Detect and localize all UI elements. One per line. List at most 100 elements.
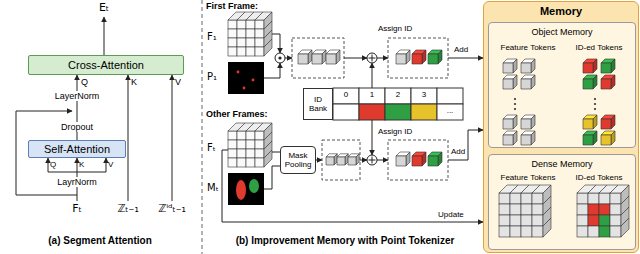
- feature-grid: [577, 185, 629, 237]
- id-color-cell: [385, 104, 411, 120]
- wire: [106, 158, 107, 172]
- grid-cell: [237, 131, 246, 140]
- cube-front: [396, 54, 406, 64]
- grid-cell: [228, 158, 237, 167]
- port-label: V: [108, 160, 113, 169]
- cube-front: [312, 54, 322, 64]
- node-text: Feature Tokens: [493, 43, 563, 52]
- id-bank-cell: [437, 88, 463, 104]
- node-text: ID-ed Tokens: [565, 173, 633, 182]
- prompt-point: [237, 71, 240, 74]
- grid-cell: [521, 215, 532, 226]
- panel-divider: [202, 0, 203, 254]
- wire: [372, 63, 373, 88]
- cube-side: [513, 59, 517, 73]
- grid-cell: [588, 215, 599, 226]
- wire: [104, 17, 105, 55]
- operator-ring: [367, 53, 377, 63]
- wire: [377, 160, 388, 161]
- feature-grid: [499, 185, 551, 237]
- cube-side: [322, 50, 326, 64]
- grid-cell: [246, 131, 255, 140]
- feature-grid: [228, 123, 272, 167]
- cube-front: [521, 135, 531, 145]
- token-cube: [412, 152, 426, 166]
- cube-side: [531, 75, 535, 89]
- grid-cell: [246, 29, 255, 38]
- token-cube: [583, 59, 597, 73]
- caption: (b) Improvement Memory with Point Tokeni…: [236, 235, 455, 247]
- wire: [272, 152, 280, 153]
- pooling-box: Mask Pooling: [280, 146, 316, 174]
- id-color-cell: [333, 104, 359, 120]
- operator-label: Assign ID: [378, 24, 412, 33]
- attention-block: Cross-Attention: [28, 55, 184, 75]
- grid-cell: [237, 20, 246, 29]
- wire: [272, 34, 280, 53]
- grid-cell: [255, 38, 264, 47]
- cube-side: [356, 154, 359, 165]
- operation-label: Dropout: [59, 122, 95, 132]
- cube-front: [298, 54, 308, 64]
- operator-label: Assign ID: [378, 127, 412, 136]
- grid-cell: [532, 204, 543, 215]
- cube-side: [406, 152, 410, 166]
- grid-side: [621, 218, 629, 237]
- token-cube: [428, 50, 442, 64]
- grid-cell: [577, 226, 588, 237]
- grid-cell: [610, 193, 621, 204]
- cube-side: [611, 75, 615, 89]
- cube-front: [412, 54, 422, 64]
- cube-side: [422, 152, 426, 166]
- cube-front: [601, 135, 611, 145]
- grid-cell: [499, 204, 510, 215]
- math-symbol: Eₜ: [99, 2, 109, 15]
- id-color-cell: [437, 104, 463, 120]
- grid-cell: [255, 29, 264, 38]
- cube-side: [513, 131, 517, 145]
- grid-cell: [588, 193, 599, 204]
- grid-cell: [228, 29, 237, 38]
- grid-cell: [599, 226, 610, 237]
- math-symbol: ℤⁱᵈₜ₋₁: [158, 203, 186, 216]
- cube-side: [422, 50, 426, 64]
- ellipsis-dot: [594, 98, 596, 100]
- node-text: Memory: [484, 5, 638, 18]
- token-cube: [583, 115, 597, 129]
- wire: [372, 120, 373, 155]
- ellipsis-dot: [514, 103, 516, 105]
- caption: (a) Segment Attention: [48, 235, 152, 247]
- grid-cell: [237, 140, 246, 149]
- cube-side: [593, 59, 597, 73]
- wire: [48, 158, 49, 172]
- grid-cell: [255, 140, 264, 149]
- token-cube: [601, 115, 615, 129]
- cube-front: [428, 54, 438, 64]
- add-operator: [367, 155, 377, 165]
- wire: [344, 58, 367, 59]
- node-text: ID Bank: [306, 95, 330, 113]
- cube-front: [601, 63, 611, 73]
- grid-cell: [577, 193, 588, 204]
- cube-front: [583, 63, 593, 73]
- token-cube: [601, 75, 615, 89]
- token-cube: [503, 75, 517, 89]
- token-group: [322, 140, 360, 180]
- cube-side: [513, 115, 517, 129]
- math-symbol: F₁: [207, 31, 217, 43]
- cube-front: [503, 63, 513, 73]
- memory-illustration: [489, 23, 635, 147]
- grid-cell: [237, 149, 246, 158]
- grid-cell: [246, 20, 255, 29]
- ellipsis-dot: [594, 108, 596, 110]
- token-cube: [298, 50, 312, 64]
- node-text: Object Memory: [489, 27, 635, 37]
- grid-cell: [228, 140, 237, 149]
- node-text: Feature Tokens: [493, 173, 563, 182]
- prompt-point: [243, 87, 246, 90]
- grid-cell: [255, 47, 264, 56]
- math-symbol: Fₜ: [207, 142, 216, 154]
- cube-side: [438, 50, 442, 64]
- wire: [264, 63, 280, 78]
- operator-mark: [372, 157, 373, 164]
